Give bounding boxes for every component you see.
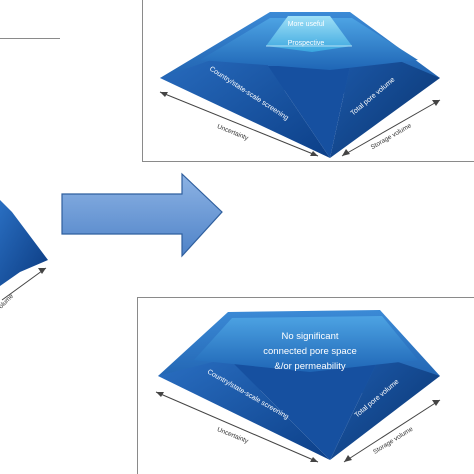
left-fragment-arrowhead [38,268,46,274]
top-pyramid-right-face [330,40,440,158]
top-pyramid-front-face [268,66,350,158]
left-fragment-label: Volume [0,293,15,314]
top-storage-arrowhead-left [342,149,350,156]
bottom-pyramid-left-face [158,358,330,460]
left-fragment-arrow-line [1,267,47,301]
bottom-uncertainty-label: Uncertainty [216,426,250,445]
bottom-pyramid-top-platform [194,316,418,372]
right-arrow-icon [61,172,223,258]
bottom-pyramid-right-face [330,356,440,460]
bottom-storage-arrowhead-left [344,455,352,462]
bottom-uncertainty-arrowhead-right [310,457,318,462]
top-storage-arrowhead-right [432,100,440,106]
top-uncertainty-arrow-line [159,91,319,157]
top-pyramid-upper-label: Prospective [288,40,325,47]
left-fragment-face [0,200,48,286]
top-uncertainty-arrowhead-left [160,92,168,97]
top-pyramid-left-face [160,40,330,158]
bottom-panel-left-border [137,297,138,474]
bottom-uncertainty-arrow-line [155,391,319,463]
top-storage-arrow-line [341,99,441,157]
top-panel-left-border [142,0,143,162]
bottom-pyramid: No significant connected pore space &/or… [155,310,441,463]
bottom-uncertainty-arrowhead-left [156,392,164,397]
top-pyramid: More useful Prospective Country/state-sc… [159,12,441,158]
bottom-pyramid-front-face [228,356,380,460]
bottom-pyramid-top-label-line3: &/or permeability [274,361,346,372]
bottom-storage-arrowhead-right [432,400,440,406]
bottom-pyramid-top-label-line2: connected pore space [263,346,356,357]
top-pyramid-cap [266,16,352,52]
top-panel-bottom-border [142,161,474,162]
bottom-storage-arrow-line [343,399,441,463]
top-uncertainty-arrowhead-right [310,151,318,156]
bottom-pyramid-top-label-line1: No significant [281,331,338,342]
top-pyramid-peak-label: More useful [288,21,325,28]
bottom-panel-top-border [137,297,474,298]
top-left-rule [0,38,60,39]
left-pyramid-fragment: Volume [0,200,48,313]
